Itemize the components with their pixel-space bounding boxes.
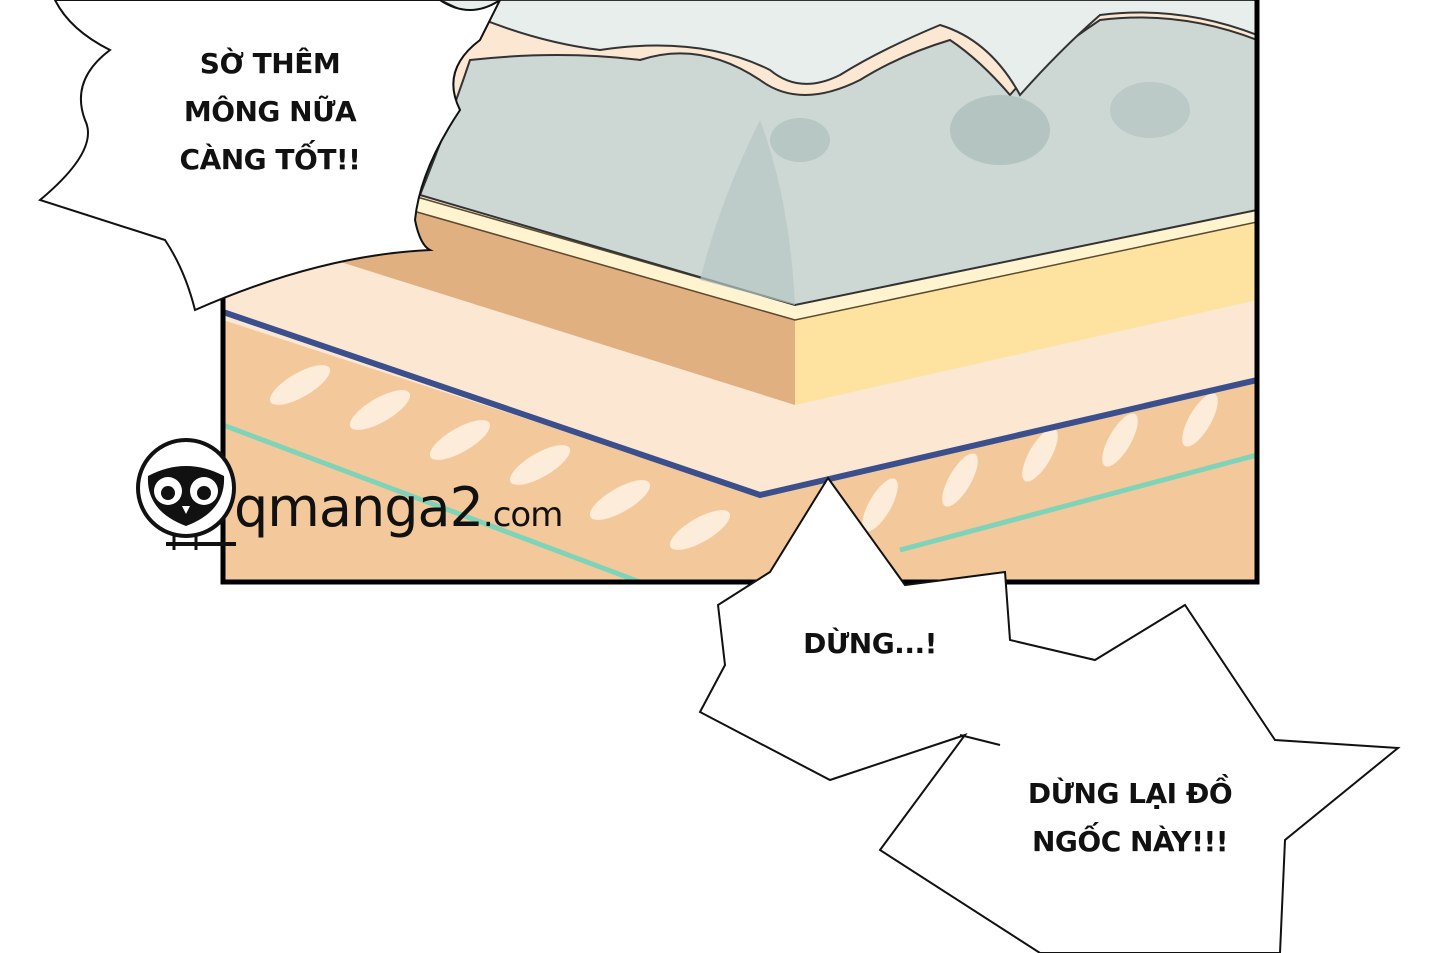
speech-line: CÀNG TỐT!! xyxy=(179,143,361,176)
speech-line: NGỐC NÀY!!! xyxy=(1031,825,1229,858)
watermark-text: qmanga2.com xyxy=(234,476,563,539)
watermark-suffix: .com xyxy=(482,495,563,535)
speech-line: SỜ THÊM xyxy=(199,47,341,80)
speech-line: MÔNG NỮA xyxy=(183,95,357,128)
owl-logo-icon xyxy=(136,438,236,550)
speech-text-top-left: SỜ THÊM MÔNG NỮA CÀNG TỐT!! xyxy=(160,40,380,184)
speech-text-bottom-right: DỪNG LẠI ĐỒ NGỐC NÀY!!! xyxy=(1010,770,1250,866)
watermark: qmanga2.com xyxy=(136,436,596,556)
speech-bubble-top-left xyxy=(37,0,502,312)
speech-line: DỪNG LẠI ĐỒ xyxy=(1027,777,1233,810)
speech-bubble-bottom-right xyxy=(698,476,1401,953)
speech-line: DỪNG...! xyxy=(803,627,937,660)
watermark-name: qmanga2 xyxy=(234,476,484,539)
speech-text-middle: DỪNG...! xyxy=(780,620,960,668)
